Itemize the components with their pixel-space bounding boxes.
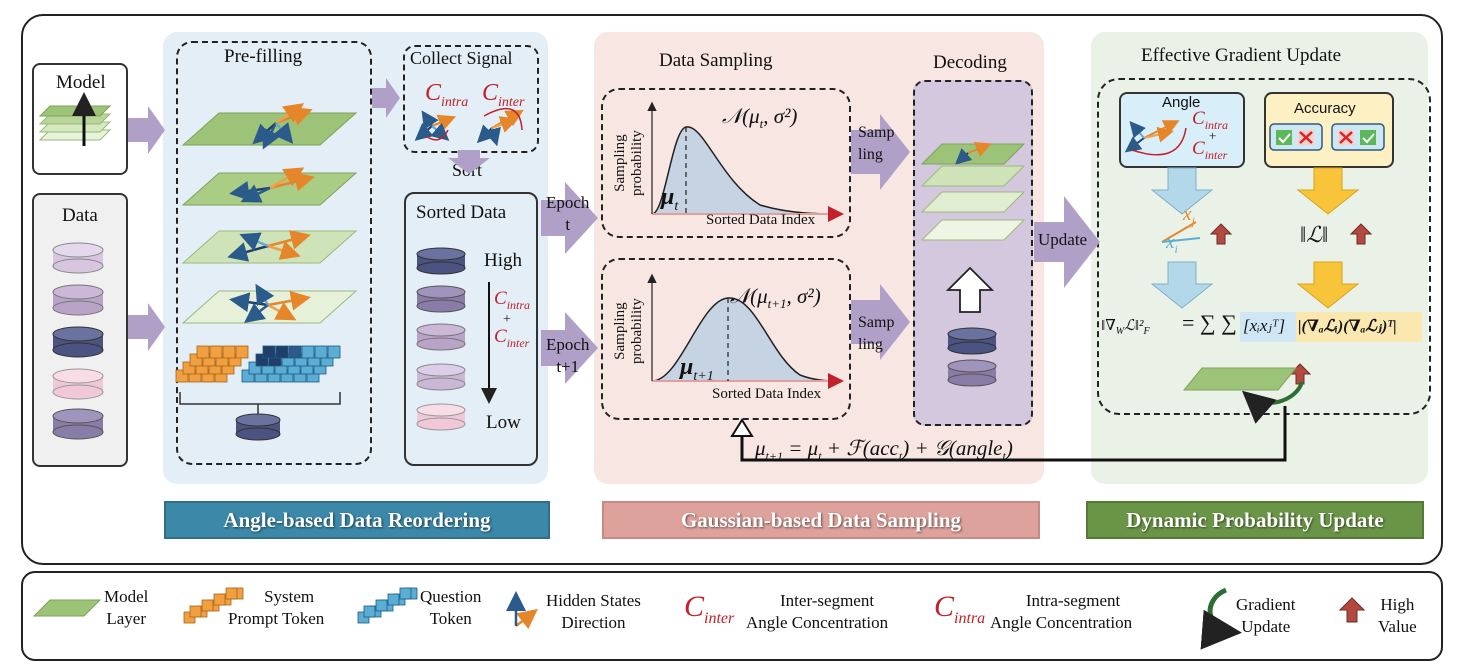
layer-vectors <box>227 103 315 323</box>
gaussian-plot-t <box>647 101 844 222</box>
formula-box-x <box>1240 312 1296 342</box>
gradient-formula-left: ‖∇Wℒ‖²F <box>1101 318 1150 337</box>
loss-norm: ‖ℒ‖ <box>1300 222 1329 247</box>
model-input-label: Model <box>56 72 106 93</box>
accuracy-title: Accuracy <box>1294 100 1356 117</box>
legend-graphics <box>32 587 1366 650</box>
angle-c-inter: Cinter <box>1192 138 1228 162</box>
epoch-t1-plot-box <box>601 258 851 420</box>
data-disks <box>52 242 104 440</box>
legend-frame <box>21 571 1443 661</box>
banner-gaussian: Gaussian-based Data Sampling <box>602 501 1040 539</box>
data-input-label: Data <box>62 205 98 226</box>
feedback-loop <box>730 406 1287 462</box>
gaussian-plot-t1 <box>647 273 844 389</box>
angle-title: Angle <box>1162 94 1201 111</box>
formula-box-grad <box>1296 312 1422 342</box>
epoch-t-plot-box <box>601 88 851 238</box>
gradient-down-arrows <box>1150 167 1360 309</box>
flow-arrows <box>128 78 1100 384</box>
collect-signal-title: Collect Signal <box>410 48 513 68</box>
sampling-title: Data Sampling <box>659 50 773 71</box>
angle-c-intra: Cintra <box>1192 108 1229 132</box>
accuracy-check-icons <box>1269 123 1385 151</box>
update-rule: μt+1 = μt + ℱ(acct) + 𝒢(anglet) <box>755 436 1013 464</box>
gradient-layer <box>1182 367 1304 424</box>
gradient-formula-grad: |(∇ₐℒᵢ)(∇ₐℒⱼ)ᵀ| <box>1298 318 1397 335</box>
collect-vectors <box>414 107 524 147</box>
sorted-data-box <box>404 192 538 466</box>
plot-t-xlabel: Sorted Data Index <box>706 212 816 228</box>
angle-plus: + <box>1209 128 1217 143</box>
plot-t-dist: 𝒩(μt, σ²) <box>722 104 798 132</box>
legend-c-intra-symbol: Cintra <box>934 590 986 627</box>
plot-t1-xlabel: Sorted Data Index <box>712 386 822 402</box>
banner-reorder: Angle-based Data Reordering <box>164 501 550 539</box>
prefill-layers <box>181 112 358 324</box>
sorted-plus: + <box>503 312 511 327</box>
sorted-disks <box>416 247 497 431</box>
xj-label: xj <box>1183 204 1195 228</box>
prefill-dashed-box <box>176 41 372 465</box>
update-label: Update <box>1038 230 1088 249</box>
decoding-dashed-box <box>913 80 1033 426</box>
banner-dynamic: Dynamic Probability Update <box>1086 501 1424 539</box>
legend-c-inter-symbol: Cinter <box>684 590 735 627</box>
high-value-arrows <box>1209 223 1373 385</box>
decoding-layers <box>920 142 1026 387</box>
token-cubes <box>175 345 341 441</box>
plot-t1-mu: μt+1 <box>680 354 714 384</box>
plot-t1-dist: 𝒩(μt+1, σ²) <box>730 284 821 312</box>
sorted-c-inter: Cinter <box>494 326 530 350</box>
gradient-title: Effective Gradient Update <box>1141 45 1342 66</box>
sorted-data-title: Sorted Data <box>416 202 507 223</box>
decoding-title: Decoding <box>933 52 1007 73</box>
gradient-formula-sum: = ∑ ∑ <box>1182 310 1237 335</box>
angle-box <box>1119 92 1245 168</box>
model-layers-icon <box>38 92 112 146</box>
main-frame <box>21 14 1443 565</box>
angle-box-vectors <box>1124 120 1187 156</box>
sorted-low: Low <box>486 412 521 433</box>
plot-t-mu: μt <box>661 184 679 214</box>
sorted-high: High <box>484 250 522 271</box>
gradient-formula-x: [xᵢxⱼᵀ] <box>1243 316 1286 335</box>
collect-c-intra: Cintra <box>425 80 469 110</box>
xi-label: xi <box>1166 232 1178 256</box>
prefill-title: Pre-filling <box>224 46 303 67</box>
sorted-c-intra: Cintra <box>494 288 531 312</box>
collect-c-inter: Cinter <box>482 80 525 110</box>
